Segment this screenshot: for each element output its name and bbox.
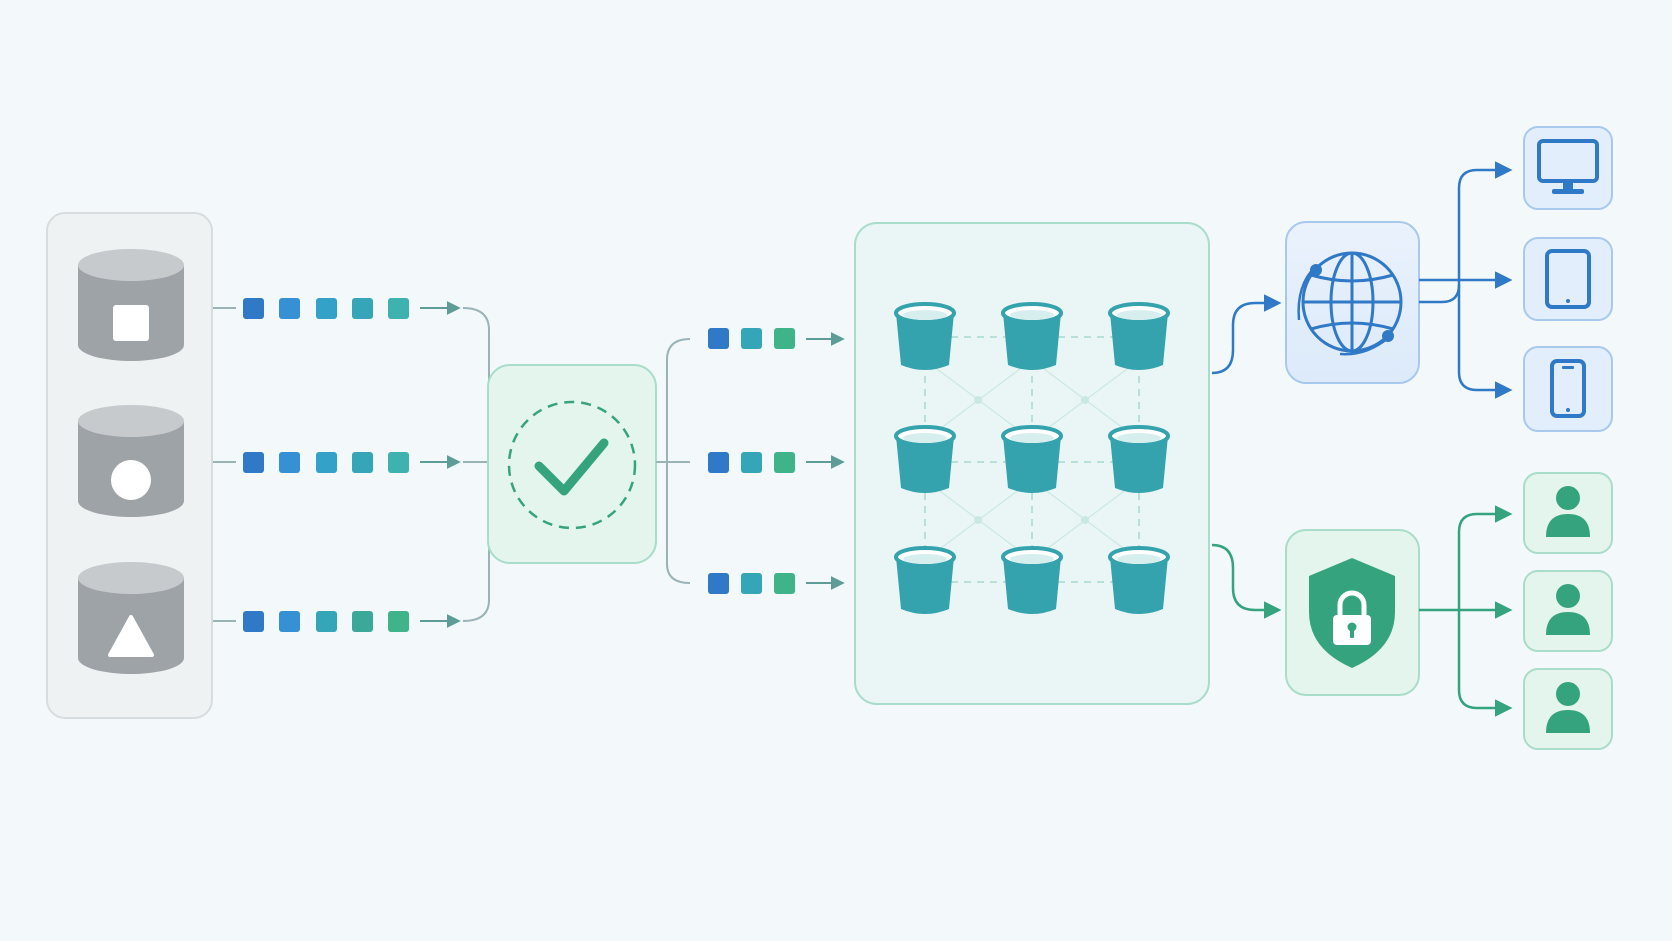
data-packet bbox=[741, 573, 762, 594]
user-icon bbox=[1546, 584, 1590, 635]
user-2 bbox=[1523, 570, 1613, 652]
merge-connector bbox=[462, 307, 490, 622]
data-packet bbox=[352, 452, 373, 473]
tablet-icon bbox=[1545, 249, 1591, 309]
data-packet bbox=[708, 328, 729, 349]
bucket-icon bbox=[894, 546, 956, 614]
stream-1 bbox=[213, 298, 461, 319]
data-packet bbox=[388, 452, 409, 473]
source-db-square bbox=[78, 249, 184, 361]
orbit-node bbox=[1310, 264, 1322, 276]
user-1 bbox=[1523, 472, 1613, 554]
user-connectors bbox=[1419, 505, 1513, 717]
bucket-icon bbox=[894, 302, 956, 370]
data-packet bbox=[279, 611, 300, 632]
data-packet bbox=[708, 452, 729, 473]
data-packet bbox=[352, 611, 373, 632]
user-3 bbox=[1523, 668, 1613, 750]
data-packet bbox=[316, 298, 337, 319]
split-connector bbox=[656, 338, 691, 584]
user-icon bbox=[1546, 486, 1590, 537]
source-streams bbox=[213, 298, 461, 632]
monitor-icon bbox=[1537, 139, 1599, 194]
storage-cluster bbox=[854, 222, 1210, 705]
tablet-device bbox=[1523, 237, 1613, 321]
data-packet bbox=[279, 298, 300, 319]
bucket-icon bbox=[1001, 546, 1063, 614]
globe-icon bbox=[1297, 251, 1403, 356]
device-connectors bbox=[1419, 161, 1513, 399]
lock-icon bbox=[1333, 590, 1371, 645]
bucket-icon bbox=[1108, 302, 1170, 370]
data-packet bbox=[741, 328, 762, 349]
stream-2 bbox=[213, 452, 461, 473]
web-gateway bbox=[1285, 221, 1420, 384]
gateway-connectors bbox=[1211, 294, 1282, 619]
bucket-icon bbox=[1001, 425, 1063, 493]
user-icon bbox=[1546, 682, 1590, 733]
bucket-icon bbox=[1108, 425, 1170, 493]
shield-icon bbox=[1309, 558, 1395, 668]
data-packet bbox=[316, 452, 337, 473]
desktop-device bbox=[1523, 126, 1613, 210]
validation-node bbox=[487, 364, 657, 564]
data-packet bbox=[774, 328, 795, 349]
security-gateway bbox=[1285, 529, 1420, 696]
bucket-icon bbox=[1001, 302, 1063, 370]
validated-stream-1 bbox=[708, 328, 845, 349]
bucket-icon bbox=[1108, 546, 1170, 614]
data-packet bbox=[243, 452, 264, 473]
square-icon bbox=[113, 305, 149, 341]
check-icon bbox=[534, 438, 609, 496]
data-packet bbox=[243, 298, 264, 319]
data-packet bbox=[316, 611, 337, 632]
phone-device bbox=[1523, 346, 1613, 432]
data-packet bbox=[388, 298, 409, 319]
data-packet bbox=[774, 452, 795, 473]
orbit-node bbox=[1382, 330, 1394, 342]
source-db-triangle bbox=[78, 562, 184, 674]
source-db-circle bbox=[78, 405, 184, 517]
triangle-icon bbox=[108, 615, 154, 657]
validated-streams bbox=[708, 328, 845, 594]
bucket-grid bbox=[894, 302, 1170, 614]
data-packet bbox=[774, 573, 795, 594]
phone-icon bbox=[1550, 359, 1586, 418]
data-packet bbox=[279, 452, 300, 473]
data-packet bbox=[708, 573, 729, 594]
data-packet bbox=[352, 298, 373, 319]
data-packet bbox=[243, 611, 264, 632]
circle-icon bbox=[111, 460, 151, 500]
validated-stream-2 bbox=[708, 452, 845, 473]
bucket-icon bbox=[894, 425, 956, 493]
storage-mesh-nodes bbox=[974, 396, 1089, 524]
data-packet bbox=[741, 452, 762, 473]
sources-panel bbox=[46, 212, 213, 719]
stream-3 bbox=[213, 611, 461, 632]
data-packet bbox=[388, 611, 409, 632]
validated-stream-3 bbox=[708, 573, 845, 594]
